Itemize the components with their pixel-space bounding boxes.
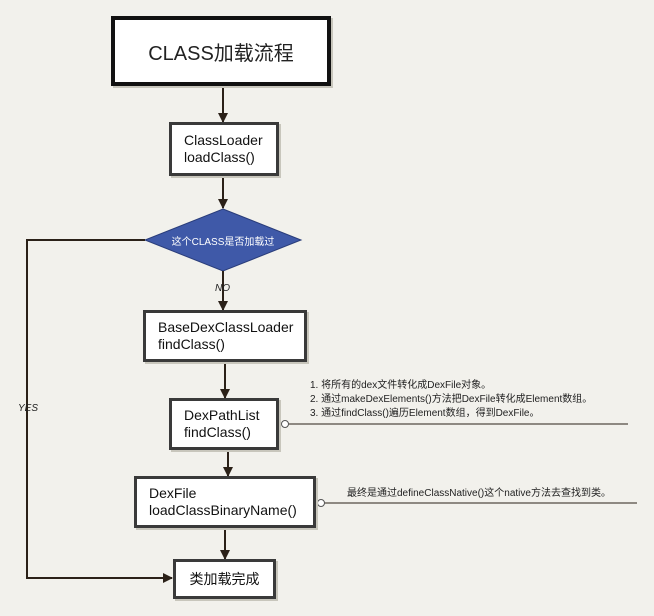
edge-label-yes: YES [18, 403, 39, 414]
page-title: CLASS加载流程 [148, 42, 294, 65]
edge-label-no: NO [215, 283, 230, 294]
note-dexpathlist-line3: 3. 通过findClass()遍历Element数组，得到DexFile。 [310, 408, 540, 419]
edge-decision-yes-to-finish [26, 239, 173, 583]
node-dexfile-line2: loadClassBinaryName() [149, 502, 297, 518]
decision-label: 这个CLASS是否加载过 [171, 237, 275, 248]
node-dexpathlist-line2: findClass() [184, 424, 251, 440]
node-dexfile-line1: DexFile [149, 485, 197, 501]
note-anchor-dexfile [317, 499, 325, 507]
note-dexfile-text: 最终是通过defineClassNative()这个native方法去查找到类。 [347, 488, 611, 499]
node-basedexclassloader: BaseDexClassLoader findClass() [143, 310, 307, 362]
node-classloader: ClassLoader loadClass() [169, 122, 279, 176]
node-dexfile: DexFile loadClassBinaryName() [134, 476, 316, 528]
node-basedex-line1: BaseDexClassLoader [158, 319, 294, 335]
note-dexpathlist: 1. 将所有的dex文件转化成DexFile对象。 2. 通过makeDexEl… [310, 379, 592, 421]
node-finish: 类加载完成 [173, 559, 276, 599]
note-dexfile: 最终是通过defineClassNative()这个native方法去查找到类。 [347, 487, 611, 501]
node-basedex-line2: findClass() [158, 336, 225, 352]
node-dexpathlist: DexPathList findClass() [169, 398, 279, 450]
note-dexpathlist-line2: 2. 通过makeDexElements()方法把DexFile转化成Eleme… [310, 394, 593, 405]
note-dexpathlist-line1: 1. 将所有的dex文件转化成DexFile对象。 [310, 380, 492, 391]
node-classloader-line2: loadClass() [184, 149, 255, 165]
node-dexpathlist-line1: DexPathList [184, 407, 260, 423]
node-finish-label: 类加载完成 [189, 571, 260, 587]
title-box: CLASS加载流程 [111, 16, 331, 86]
node-classloader-line1: ClassLoader [184, 132, 263, 148]
note-anchor-dexpathlist [281, 420, 289, 428]
